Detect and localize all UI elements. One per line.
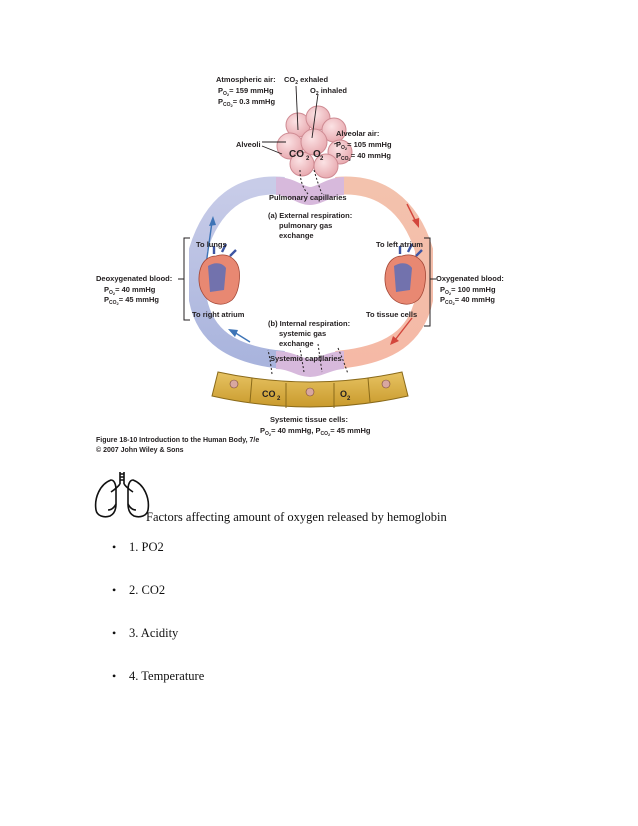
section-heading: Factors affecting amount of oxygen relea… xyxy=(146,510,447,524)
svg-text:2: 2 xyxy=(306,156,310,162)
svg-text:exchange: exchange xyxy=(279,339,314,348)
svg-text:2: 2 xyxy=(277,396,281,402)
svg-text:PCO2= 40 mmHg: PCO2= 40 mmHg xyxy=(336,151,391,162)
svg-text:systemic gas: systemic gas xyxy=(279,329,326,338)
systemic-tissue-cells-label: Systemic tissue cells: PO2= 40 mmHg, PCO… xyxy=(260,415,371,437)
bullet: • xyxy=(112,540,117,554)
svg-text:Atmospheric air:: Atmospheric air: xyxy=(216,75,276,84)
svg-text:O: O xyxy=(313,149,321,160)
to-right-atrium-label: To right atrium xyxy=(192,310,245,319)
figure-copyright: © 2007 John Wiley & Sons xyxy=(96,446,184,454)
circulation-loop xyxy=(189,176,433,378)
svg-text:PCO2= 40 mmHg: PCO2= 40 mmHg xyxy=(440,295,495,306)
svg-text:PO2= 40 mmHg, PCO2= 45 mmHg: PO2= 40 mmHg, PCO2= 45 mmHg xyxy=(260,426,371,437)
svg-text:PO2= 100 mmHg: PO2= 100 mmHg xyxy=(440,285,496,296)
figure-caption: Figure 18-10 Introduction to the Human B… xyxy=(96,437,259,444)
svg-text:Systemic tissue cells:: Systemic tissue cells: xyxy=(270,415,348,424)
tissue-cells: CO 2 O 2 xyxy=(211,371,409,408)
svg-text:CO: CO xyxy=(262,389,276,399)
bullet: • xyxy=(112,669,117,683)
co2-exhaled-label: CO2 exhaled xyxy=(284,75,328,86)
oxygenated-blood-label: Oxygenated blood: PO2= 100 mmHg PCO2= 40… xyxy=(436,274,504,306)
svg-text:PCO2= 45 mmHg: PCO2= 45 mmHg xyxy=(104,295,159,306)
svg-text:PO2= 159 mmHg: PO2= 159 mmHg xyxy=(218,86,274,97)
svg-text:PCO2= 0.3 mmHg: PCO2= 0.3 mmHg xyxy=(218,97,275,108)
list-item: • 4. Temperature xyxy=(112,669,204,712)
heart-right-icon xyxy=(384,243,426,305)
internal-respiration-label: (b) Internal respiration: systemic gas e… xyxy=(268,319,350,348)
list-item-text: 1. PO2 xyxy=(129,540,164,554)
svg-text:2: 2 xyxy=(320,156,324,162)
svg-text:Oxygenated blood:: Oxygenated blood: xyxy=(436,274,504,283)
bullet: • xyxy=(112,583,117,597)
to-tissue-cells-label: To tissue cells xyxy=(366,310,417,319)
bullet: • xyxy=(112,626,117,640)
leader-lines xyxy=(178,85,436,375)
svg-text:exchange: exchange xyxy=(279,231,314,240)
svg-text:Alveolar air:: Alveolar air: xyxy=(336,129,379,138)
factors-list: • 1. PO2 • 2. CO2 • 3. Acidity • 4. Temperat… xyxy=(112,540,204,712)
to-left-atrium-label: To left atrium xyxy=(376,240,423,249)
alveoli-label: Alveoli xyxy=(236,140,261,149)
svg-text:pulmonary gas: pulmonary gas xyxy=(279,221,332,230)
external-respiration-label: (a) External respiration: pulmonary gas … xyxy=(268,211,352,240)
svg-text:(a) External respiration:: (a) External respiration: xyxy=(268,211,352,220)
list-item: • 3. Acidity xyxy=(112,626,204,669)
svg-text:PO2= 105 mmHg: PO2= 105 mmHg xyxy=(336,140,392,151)
svg-text:O: O xyxy=(340,389,347,399)
pulmonary-capillaries-label: Pulmonary capillaries xyxy=(269,193,347,202)
o2-inhaled-label: O2 inhaled xyxy=(310,86,347,97)
atmospheric-air-label: Atmospheric air: PO2= 159 mmHg PCO2= 0.3… xyxy=(216,75,276,108)
lungs-icon xyxy=(94,472,150,518)
list-item-text: 4. Temperature xyxy=(129,669,205,683)
alveolar-air-label: Alveolar air: PO2= 105 mmHg PCO2= 40 mmH… xyxy=(336,129,392,162)
svg-text:PO2= 40 mmHg: PO2= 40 mmHg xyxy=(104,285,156,296)
to-lungs-label: To lungs xyxy=(196,240,227,249)
respiration-figure: CO 2 O 2 xyxy=(96,75,504,454)
flow-arrow-venous xyxy=(233,331,251,343)
list-item: • 2. CO2 xyxy=(112,583,204,626)
list-item: • 1. PO2 xyxy=(112,540,204,583)
heart-left-icon xyxy=(198,243,240,305)
svg-text:(b) Internal respiration:: (b) Internal respiration: xyxy=(268,319,350,328)
flow-arrow-arterial-bottom xyxy=(394,317,413,341)
list-item-text: 2. CO2 xyxy=(129,583,166,597)
svg-text:CO: CO xyxy=(289,149,304,160)
deoxygenated-blood-label: Deoxygenated blood: PO2= 40 mmHg PCO2= 4… xyxy=(96,274,172,306)
svg-text:Deoxygenated blood:: Deoxygenated blood: xyxy=(96,274,172,283)
svg-text:2: 2 xyxy=(347,396,351,402)
systemic-capillaries-label: Systemic capillaries xyxy=(270,354,342,363)
flow-arrow-arterial-top xyxy=(406,203,417,223)
list-item-text: 3. Acidity xyxy=(129,626,179,640)
